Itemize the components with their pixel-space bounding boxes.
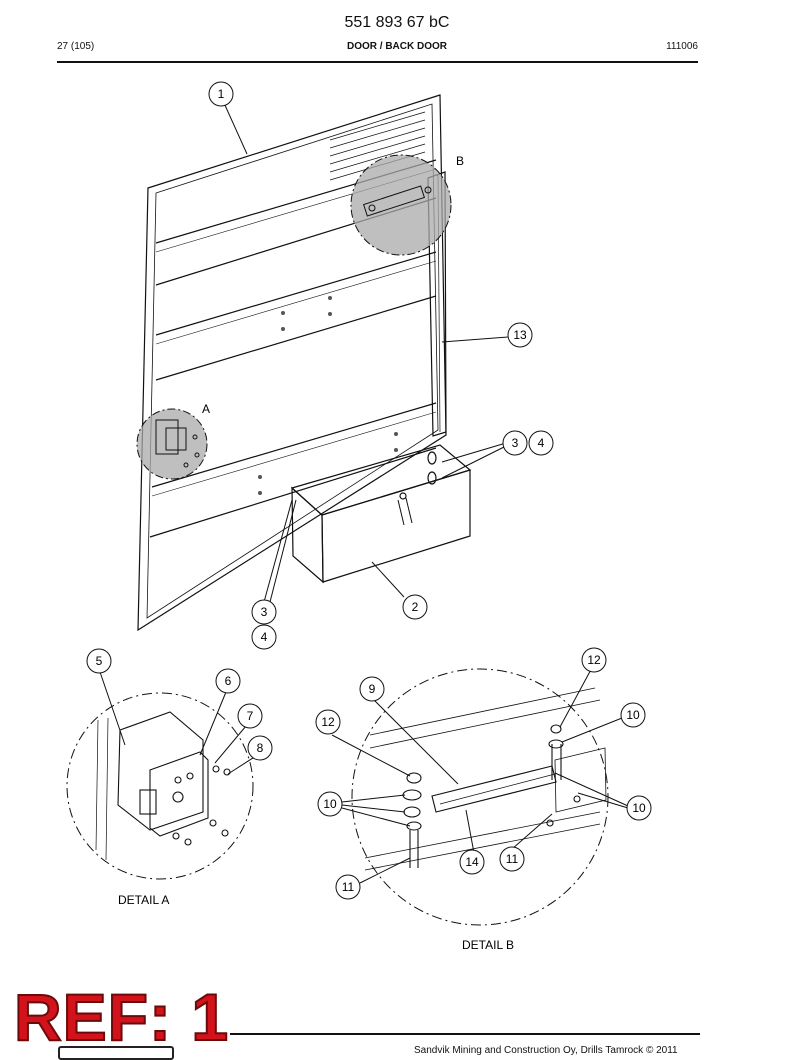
footer-rule — [230, 1033, 700, 1035]
section-title: DOOR / BACK DOOR — [347, 41, 447, 52]
callout-1 — [208, 81, 234, 107]
callout-3-right-text: 3 — [512, 436, 519, 450]
callout-3-right — [502, 430, 528, 456]
callout-7 — [237, 703, 263, 729]
callout-10-left-text: 10 — [323, 797, 337, 811]
callout-12-left — [315, 709, 341, 735]
page-number: 27 (105) — [57, 41, 95, 52]
detail-b-marker: B — [456, 154, 464, 168]
document-number: 551 893 67 bC — [344, 14, 450, 31]
callout-5-text: 5 — [96, 654, 103, 668]
callout-2 — [402, 594, 428, 620]
callout-4-right-text: 4 — [538, 436, 545, 450]
callout-14-text: 14 — [465, 855, 479, 869]
detail-b-view — [351, 668, 609, 926]
callout-11-right — [499, 846, 525, 872]
callout-4-lower — [251, 624, 277, 650]
callout-14 — [459, 849, 485, 875]
callout-7-text: 7 — [247, 709, 254, 723]
callout-3-lower — [251, 599, 277, 625]
callout-bubbles — [86, 81, 652, 900]
callout-12-right — [581, 647, 607, 673]
callout-6-text: 6 — [225, 674, 232, 688]
callout-13-text: 13 — [513, 328, 527, 342]
callout-10-top-text: 10 — [626, 708, 640, 722]
detail-a-marker: A — [202, 402, 210, 416]
callout-4-right — [528, 430, 554, 456]
callout-13 — [507, 322, 533, 348]
callout-11-right-text: 11 — [506, 852, 519, 866]
callout-8 — [247, 735, 273, 761]
callout-2-text: 2 — [412, 600, 419, 614]
callout-1-text: 1 — [218, 87, 225, 101]
detail-b-caption: DETAIL B — [462, 938, 514, 952]
callout-numbers: 1 2 3 4 3 4 13 5 6 7 8 9 12 12 10 10 10 … — [96, 87, 646, 894]
callout-4-lower-text: 4 — [261, 630, 268, 644]
callout-5 — [86, 648, 112, 674]
callout-9 — [359, 676, 385, 702]
header-rule — [57, 61, 698, 63]
callout-10-right — [626, 795, 652, 821]
callout-9-text: 9 — [369, 682, 376, 696]
callout-10-right-text: 10 — [632, 801, 646, 815]
detail-a-caption: DETAIL A — [118, 893, 169, 907]
callout-3-lower-text: 3 — [261, 605, 268, 619]
drawing-code: 111006 — [666, 41, 698, 52]
detail-a-view — [66, 692, 254, 880]
highlighted-hardware — [155, 185, 432, 468]
detail-a-highlight — [136, 408, 208, 480]
callout-11-left — [335, 874, 361, 900]
footer-copyright: Sandvik Mining and Construction Oy, Dril… — [414, 1045, 678, 1056]
ref-stamp: REF: 1 — [13, 980, 230, 1054]
door-panel — [137, 94, 472, 632]
callout-8-text: 8 — [257, 741, 264, 755]
callout-10-top — [620, 702, 646, 728]
leader-lines — [99, 102, 629, 884]
callout-10-left — [317, 791, 343, 817]
callout-12-left-text: 12 — [321, 715, 335, 729]
detail-labels: B A DETAIL A DETAIL B — [118, 154, 514, 952]
callout-12-right-text: 12 — [587, 653, 601, 667]
callout-6 — [215, 668, 241, 694]
callout-11-left-text: 11 — [342, 880, 355, 894]
